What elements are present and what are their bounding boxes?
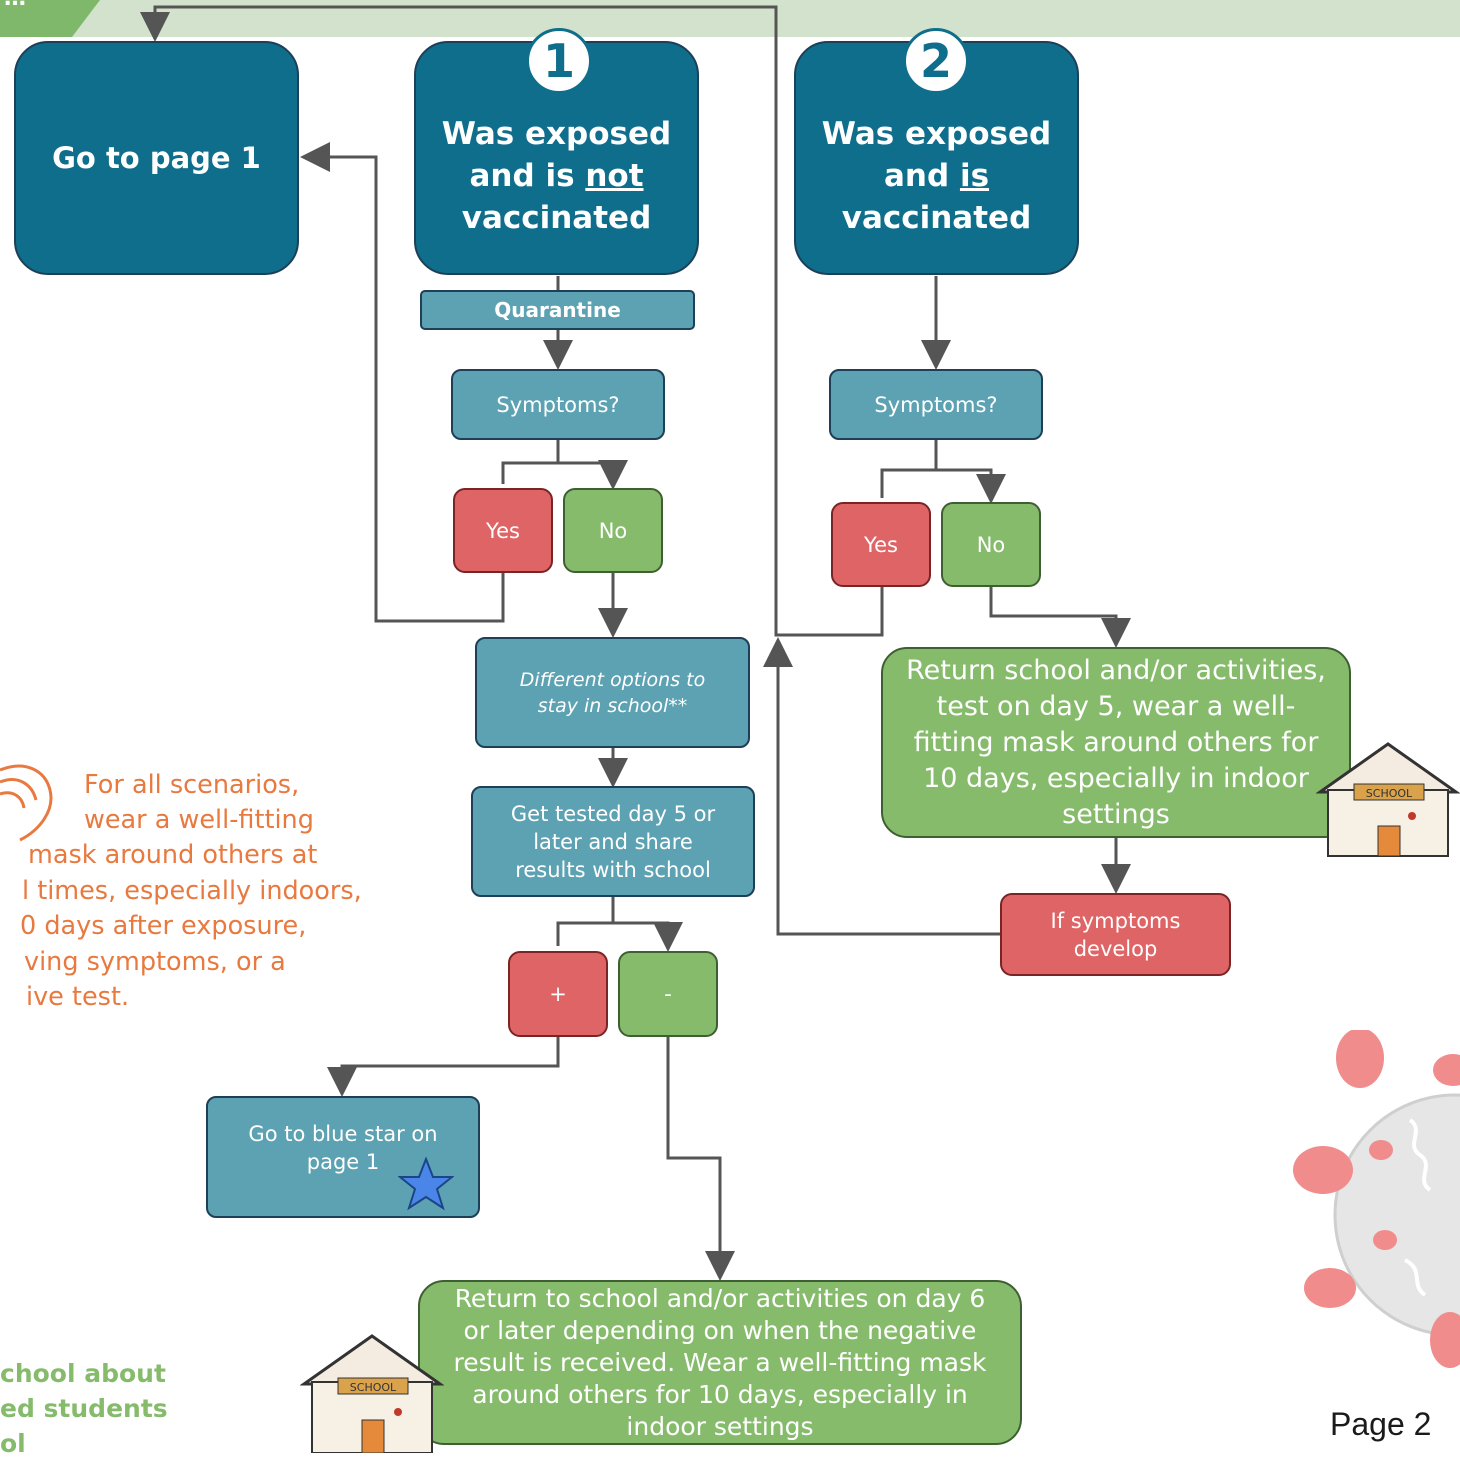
scenario2-number-badge: 2 [903, 28, 969, 94]
note-line3: mask around others at [28, 840, 318, 870]
mask-hand-icon [0, 764, 53, 842]
school-house-icon: SCHOOL [1316, 742, 1460, 857]
school-sign-text: SCHOOL [1366, 787, 1413, 800]
arrow-symptoms1-split [501, 440, 613, 484]
scenario1-line3: vaccinated [461, 200, 652, 236]
top-banner-tab-text: … [4, 0, 26, 11]
return2-box[interactable]: Return school and/or activities, test on… [881, 647, 1351, 838]
arrow-tested-split [556, 897, 668, 946]
green-note-line2: ed students [0, 1394, 168, 1423]
arrow-no2-return2 [989, 587, 1131, 648]
go-to-page1-box[interactable]: Go to page 1 [14, 41, 299, 275]
go-to-page1-label: Go to page 1 [52, 141, 261, 175]
scenario2-box[interactable]: Was exposed and is vaccinated [794, 41, 1079, 275]
return1-box[interactable]: Return to school and/or activities on da… [418, 1280, 1022, 1445]
green-note-line3: ol [0, 1429, 26, 1458]
symptoms2-box[interactable]: Symptoms? [829, 369, 1043, 440]
negative-box[interactable]: - [618, 951, 718, 1037]
arrow-ifsymptoms-loop [763, 637, 1000, 936]
arrow-plus-bluestar [327, 1037, 560, 1097]
quarantine-box[interactable]: Quarantine [420, 290, 695, 330]
note-line1: For all scenarios, [84, 770, 300, 800]
get-tested-box[interactable]: Get tested day 5 or later and share resu… [471, 786, 755, 897]
virus-illustration [1293, 1030, 1460, 1368]
scenario1-line2: and is not [469, 158, 644, 194]
arrow-symptoms2-split [880, 440, 991, 498]
blue-star-icon [398, 1157, 454, 1211]
note-line2: wear a well-fitting [84, 805, 314, 835]
no2-box[interactable]: No [941, 502, 1041, 587]
scenario1-box[interactable]: Was exposed and is not vaccinated [414, 41, 699, 275]
options-box[interactable]: Different options to stay in school** [475, 637, 750, 748]
scenario1-number-badge: 1 [526, 28, 592, 94]
yes2-box[interactable]: Yes [831, 502, 931, 587]
note-line4: l times, especially indoors, [22, 876, 362, 906]
yes1-box[interactable]: Yes [453, 488, 553, 573]
school-sign-text-bottom: SCHOOL [350, 1381, 397, 1394]
page-number: Page 2 [1330, 1406, 1432, 1442]
positive-box[interactable]: + [508, 951, 608, 1037]
if-symptoms-box[interactable]: If symptoms develop [1000, 893, 1231, 976]
no1-box[interactable]: No [563, 488, 663, 573]
scenario2-line1: Was exposed [821, 116, 1052, 152]
arrow-yes1-to-page1 [300, 142, 505, 623]
symptoms1-box[interactable]: Symptoms? [451, 369, 665, 440]
arrow-yes2-to-page1 [140, 5, 884, 637]
scenario2-line3: vaccinated [841, 200, 1032, 236]
arrow-minus-return1 [666, 1037, 735, 1281]
green-note-line1: chool about [0, 1359, 166, 1388]
note-line7: ive test. [26, 982, 130, 1012]
school-house-icon-bottom: SCHOOL [300, 1334, 444, 1453]
scenario2-line2: and is [883, 158, 990, 194]
scenario1-line1: Was exposed [441, 116, 672, 152]
note-line6: ving symptoms, or a [24, 947, 286, 977]
note-line5: 0 days after exposure, [20, 911, 307, 941]
